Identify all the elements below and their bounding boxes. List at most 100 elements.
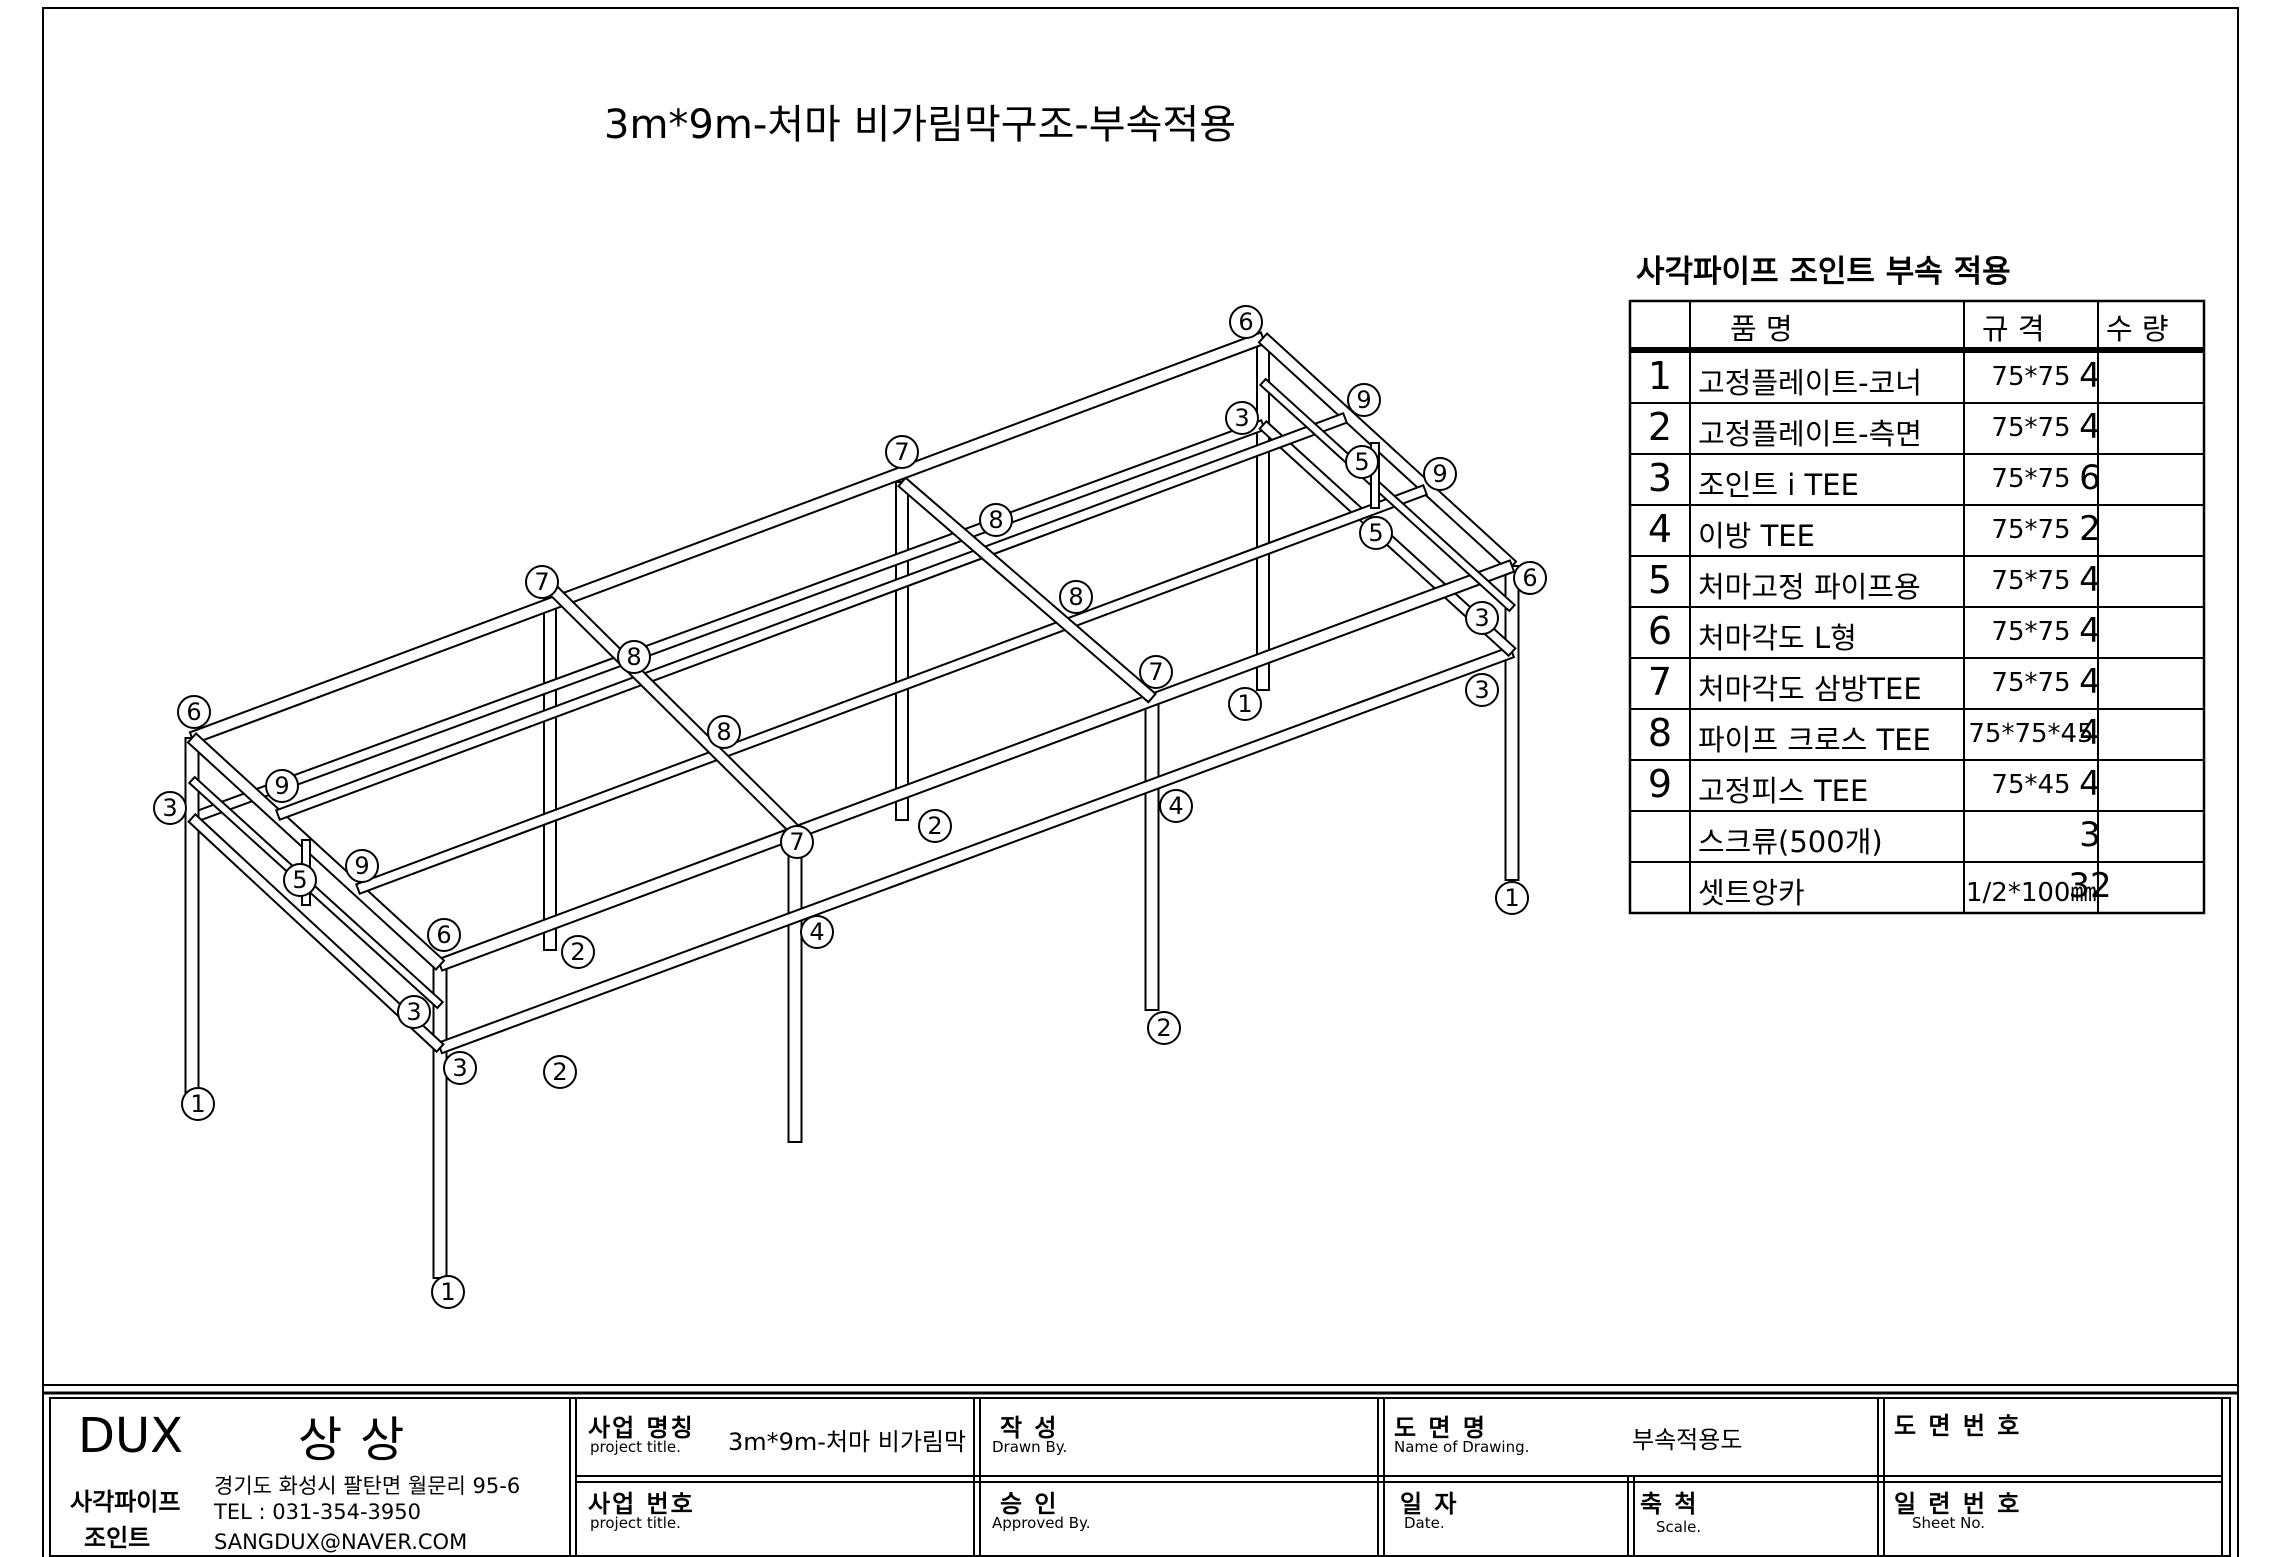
- part-callout: 9: [1423, 457, 1457, 491]
- bom-row-name: 고정피스 TEE: [1698, 774, 1869, 808]
- part-callout-number: 1: [190, 1090, 205, 1118]
- pipe-member: [1258, 377, 1517, 613]
- part-callout: 9: [265, 769, 299, 803]
- pipe-member: [896, 476, 1158, 704]
- date-label: 일 자: [1400, 1490, 1459, 1518]
- bom-row-spec: 75*75: [1991, 464, 2071, 494]
- project-name-label-en: project title.: [590, 1438, 681, 1456]
- part-callout-number: 3: [1234, 404, 1249, 432]
- bom-row-qty: 4: [2079, 356, 2101, 396]
- bom-row-qty: 4: [2079, 713, 2101, 753]
- part-callout-number: 7: [789, 828, 804, 856]
- project-name-label: 사업 명칭: [588, 1414, 695, 1442]
- part-callout-number: 4: [1168, 792, 1183, 820]
- bom-row-name: 파이프 크로스 TEE: [1698, 723, 1931, 757]
- part-callout-number: 9: [1432, 460, 1447, 488]
- part-callout-number: 9: [274, 772, 289, 800]
- bom-row-spec: 75*75: [1991, 413, 2071, 443]
- company-tagline-2: 조인트: [84, 1524, 151, 1552]
- bom-row-no: 9: [1647, 762, 1673, 806]
- part-callout-number: 8: [716, 718, 731, 746]
- bom-row-spec: 75*75: [1991, 515, 2071, 545]
- bom-row-qty: 4: [2079, 611, 2101, 651]
- bom-row-qty: 4: [2079, 560, 2101, 600]
- part-callout: 8: [1059, 580, 1093, 614]
- sheet-no-label: 일 련 번 호: [1894, 1490, 2022, 1518]
- bom-row-no: 4: [1647, 507, 1673, 551]
- bom-title: 사각파이프 조인트 부속 적용: [1636, 254, 2011, 290]
- part-callout: 8: [707, 715, 741, 749]
- pipe-member: [187, 775, 445, 1010]
- company-tel: TEL : 031-354-3950: [214, 1500, 421, 1524]
- bom-row-name: 셋트앙카: [1698, 876, 1805, 910]
- part-callout: 9: [1347, 383, 1381, 417]
- part-callout-number: 3: [1474, 604, 1489, 632]
- bom-row-name: 처마각도 삼방TEE: [1698, 672, 1922, 706]
- drawing-name-value: 부속적용도: [1632, 1426, 1743, 1454]
- bom-row-spec: 75*75: [1991, 617, 2071, 647]
- bom-row-no: 2: [1647, 405, 1673, 449]
- part-callout: 7: [885, 435, 919, 469]
- approved-by-label: 승 인: [1000, 1490, 1059, 1518]
- part-callout-number: 1: [1237, 690, 1252, 718]
- part-callout: 3: [153, 791, 187, 825]
- drawing-no-label: 도 면 번 호: [1894, 1412, 2022, 1440]
- part-callout-number: 2: [1156, 1014, 1171, 1042]
- bom-row-name: 이방 TEE: [1698, 519, 1815, 553]
- part-callout-number: 6: [436, 921, 451, 949]
- bom-header-name: 품 명: [1730, 312, 1793, 346]
- drawing-name-label: 도 면 명: [1394, 1414, 1487, 1442]
- pipe-member: [187, 812, 445, 1054]
- part-callout-number: 7: [534, 568, 549, 596]
- bom-row-no: 5: [1647, 558, 1673, 602]
- part-callout: 7: [1139, 655, 1173, 689]
- part-callout: 9: [345, 849, 379, 883]
- part-callout-number: 4: [809, 918, 824, 946]
- bom-row-qty: 4: [2079, 662, 2101, 702]
- bom-row-spec: 75*45: [1991, 770, 2071, 800]
- part-callout-number: 5: [1368, 519, 1383, 547]
- company-name: 상상: [298, 1412, 423, 1468]
- bom-row-no: 7: [1647, 660, 1673, 704]
- bom-row-qty: 4: [2079, 407, 2101, 447]
- bom-row-name: 처마각도 L형: [1698, 621, 1857, 655]
- part-callout-number: 3: [406, 998, 421, 1026]
- bom-row-name: 조인트 i TEE: [1698, 468, 1859, 502]
- part-callout: 5: [283, 863, 317, 897]
- part-callout-number: 8: [1068, 583, 1083, 611]
- part-callout-number: 3: [452, 1054, 467, 1082]
- part-callout-number: 8: [626, 643, 641, 671]
- part-callout: 7: [780, 825, 814, 859]
- drawing-name-label-en: Name of Drawing.: [1394, 1438, 1530, 1456]
- part-callout-number: 6: [1238, 308, 1253, 336]
- bom-row-name: 스크류(500개): [1698, 825, 1883, 859]
- bom-row-spec: 75*75: [1991, 668, 2071, 698]
- part-callout: 2: [918, 809, 952, 843]
- part-callout: 7: [525, 565, 559, 599]
- part-callout-number: 3: [1474, 676, 1489, 704]
- part-callout-number: 7: [894, 438, 909, 466]
- company-email: SANGDUX@NAVER.COM: [214, 1530, 468, 1554]
- bom-row-name: 고정플레이트-측면: [1698, 417, 1922, 451]
- drawn-by-label-en: Drawn By.: [992, 1438, 1068, 1456]
- company-tagline-1: 사각파이프: [70, 1488, 181, 1516]
- part-callout: 3: [443, 1051, 477, 1085]
- part-callout-number: 1: [1504, 884, 1519, 912]
- part-callout-number: 3: [162, 794, 177, 822]
- bom-row-qty: 6: [2079, 458, 2101, 498]
- bom-row-qty: 32: [2068, 866, 2112, 906]
- project-no-label-en: project title.: [590, 1514, 681, 1532]
- project-name-value: 3m*9m-처마 비가림막: [728, 1428, 967, 1456]
- part-callout: 6: [427, 918, 461, 952]
- part-callout-number: 2: [927, 812, 942, 840]
- part-callout: 1: [1228, 687, 1262, 721]
- part-callout: 6: [177, 695, 211, 729]
- part-callout-number: 6: [1522, 564, 1537, 592]
- bom-row-spec: 75*75: [1991, 362, 2071, 392]
- bom-row-no: 3: [1647, 456, 1673, 500]
- drawing-title: 3m*9m-처마 비가림막구조-부속적용: [604, 102, 1237, 148]
